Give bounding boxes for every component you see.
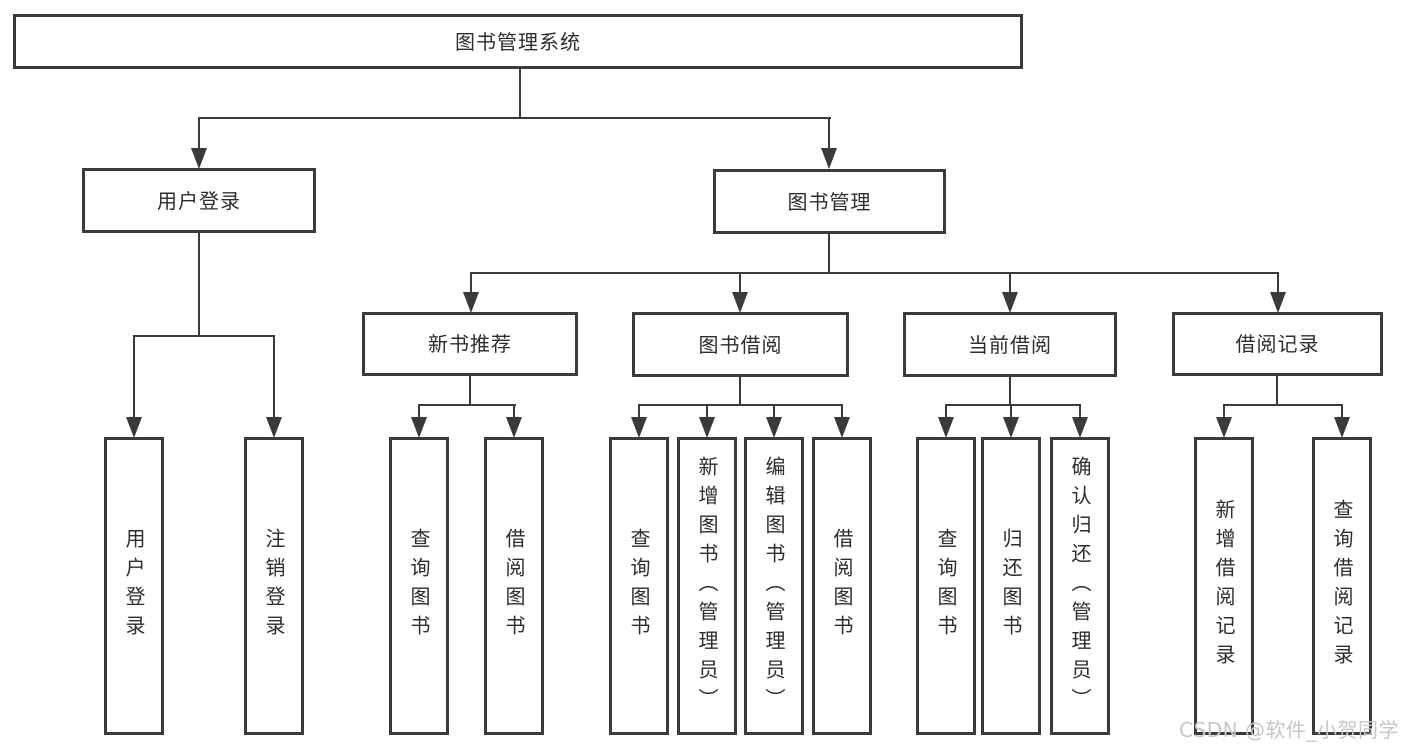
connector-line [841, 404, 843, 420]
connector-line [1010, 404, 1012, 420]
arrow-down-icon [1003, 417, 1019, 438]
connector-line [418, 404, 516, 406]
node-current-borrow: 当前借阅 [903, 312, 1117, 377]
arrow-down-icon [1072, 417, 1088, 438]
leaf-label: 编辑图书（管理员） [762, 455, 786, 717]
leaf-label: 注销登录 [262, 528, 286, 644]
connector-line [198, 233, 200, 337]
node-leaf-confirm-return-admin: 确认归还（管理员） [1050, 437, 1110, 735]
leaf-label: 查询图书 [627, 528, 651, 644]
node-root: 图书管理系统 [13, 14, 1023, 69]
watermark: CSDN @软件_小贺同学 [1179, 718, 1399, 742]
node-new-book-recommend: 新书推荐 [362, 312, 578, 376]
arrow-down-icon [699, 417, 715, 438]
node-leaf-add-borrow-record: 新增借阅记录 [1194, 437, 1254, 735]
connector-line [739, 377, 741, 406]
node-leaf-add-books-admin: 新增图书（管理员） [677, 437, 737, 735]
node-leaf-return-books: 归还图书 [981, 437, 1041, 735]
node-leaf-edit-books-admin: 编辑图书（管理员） [744, 437, 804, 735]
arrow-down-icon [834, 417, 850, 438]
leaf-label: 查询图书 [934, 528, 958, 644]
node-book-borrow: 图书借阅 [632, 312, 849, 377]
connector-line [638, 404, 843, 406]
arrow-down-icon [1334, 417, 1350, 438]
leaf-label: 新增图书（管理员） [695, 455, 719, 717]
arrow-down-icon [766, 417, 782, 438]
connector-line [133, 335, 135, 418]
connector-line [1277, 272, 1279, 293]
arrow-down-icon [1270, 292, 1286, 313]
arrow-down-icon [463, 292, 479, 313]
arrow-down-icon [266, 417, 282, 438]
connector-line [1009, 272, 1011, 293]
node-leaf-borrow-books-borrow: 借阅图书 [812, 437, 872, 735]
node-leaf-borrow-books-recommend: 借阅图书 [484, 437, 544, 735]
connector-line [519, 69, 521, 119]
leaf-label: 归还图书 [999, 528, 1023, 644]
connector-line [739, 272, 741, 293]
leaf-label: 新增借阅记录 [1212, 499, 1236, 673]
node-leaf-query-books-current: 查询图书 [916, 437, 976, 735]
connector-line [706, 404, 708, 420]
node-borrow-records: 借阅记录 [1172, 312, 1383, 376]
node-leaf-query-books-recommend: 查询图书 [389, 437, 449, 735]
connector-line [133, 335, 275, 337]
node-leaf-user-login: 用户登录 [104, 437, 164, 735]
connector-line [513, 404, 515, 420]
leaf-label: 确认归还（管理员） [1068, 455, 1092, 717]
arrow-down-icon [191, 148, 207, 169]
connector-line [1009, 377, 1011, 406]
node-leaf-logout: 注销登录 [244, 437, 304, 735]
connector-line [198, 117, 200, 150]
connector-line [945, 404, 1081, 406]
connector-line [470, 272, 1279, 274]
node-leaf-query-books-borrow: 查询图书 [609, 437, 669, 735]
connector-line [828, 117, 830, 150]
connector-line [198, 117, 831, 119]
connector-line [1223, 404, 1343, 406]
leaf-label: 用户登录 [122, 528, 146, 644]
connector-line [1276, 376, 1278, 406]
arrow-down-icon [938, 417, 954, 438]
connector-line [469, 376, 471, 406]
connector-line [470, 272, 472, 293]
node-book-management: 图书管理 [713, 169, 946, 234]
connector-line [1223, 404, 1225, 420]
connector-line [638, 404, 640, 420]
leaf-label: 借阅图书 [502, 528, 526, 644]
arrow-down-icon [732, 292, 748, 313]
leaf-label: 借阅图书 [830, 528, 854, 644]
connector-line [273, 335, 275, 418]
arrow-down-icon [1216, 417, 1232, 438]
arrow-down-icon [411, 417, 427, 438]
arrow-down-icon [821, 148, 837, 169]
arrow-down-icon [126, 417, 142, 438]
arrow-down-icon [1002, 292, 1018, 313]
connector-line [828, 234, 830, 274]
connector-line [945, 404, 947, 420]
node-leaf-query-borrow-record: 查询借阅记录 [1312, 437, 1372, 735]
leaf-label: 查询图书 [407, 528, 431, 644]
node-user-login: 用户登录 [82, 168, 316, 233]
connector-line [1079, 404, 1081, 420]
arrow-down-icon [506, 417, 522, 438]
leaf-label: 查询借阅记录 [1330, 499, 1354, 673]
connector-line [773, 404, 775, 420]
connector-line [1341, 404, 1343, 420]
arrow-down-icon [631, 417, 647, 438]
connector-line [418, 404, 420, 420]
